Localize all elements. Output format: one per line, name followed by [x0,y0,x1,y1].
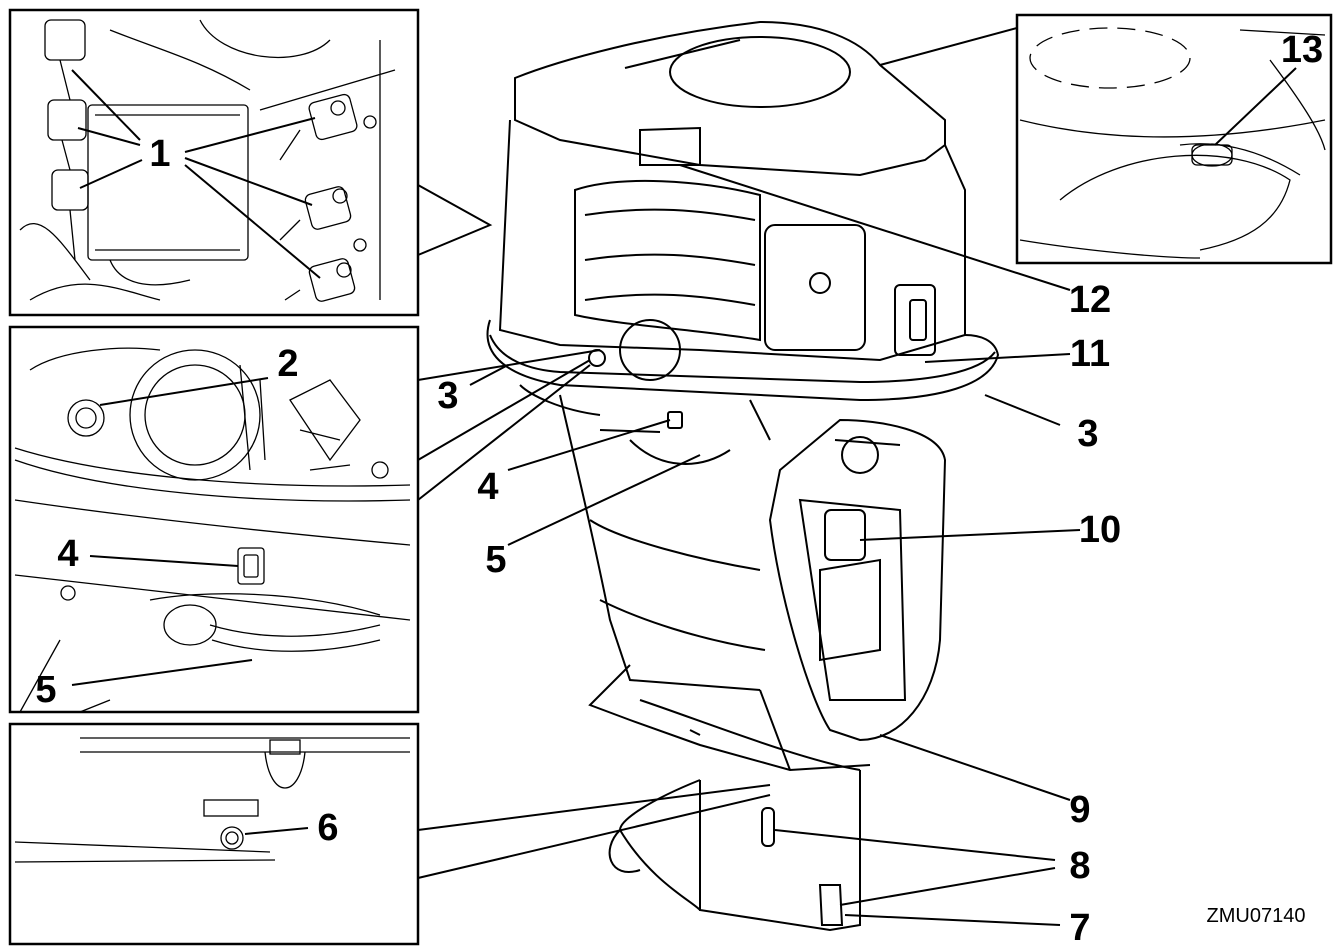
inset-oil-filler-cap: 13 [879,13,1333,265]
inset-ignition-coils: 1 [8,8,493,317]
callout-1: 1 [149,133,170,175]
callout-10: 10 [1079,509,1121,551]
callout-7: 7 [1069,907,1090,949]
inset-drain-screw: 6 [8,722,771,946]
callout-3-left: 3 [437,375,458,417]
callout-9: 9 [1069,789,1090,831]
callout-3-right: 3 [1077,413,1098,455]
callout-4: 4 [477,466,498,508]
callout-6: 6 [317,807,338,849]
callout-5: 5 [485,539,506,581]
inset-oil-filter: 2 4 5 [8,325,601,714]
leader-lines [469,164,1081,926]
callout-12: 12 [1069,279,1111,321]
drawing-code: ZMU07140 [1207,905,1306,927]
callout-2: 2 [277,343,298,385]
outboard-motor [486,20,1000,932]
callout-13: 13 [1281,29,1323,71]
callout-11: 11 [1070,333,1110,375]
callout-4-inset: 4 [57,533,78,575]
callout-8: 8 [1069,845,1090,887]
callout-5-inset: 5 [35,669,56,711]
